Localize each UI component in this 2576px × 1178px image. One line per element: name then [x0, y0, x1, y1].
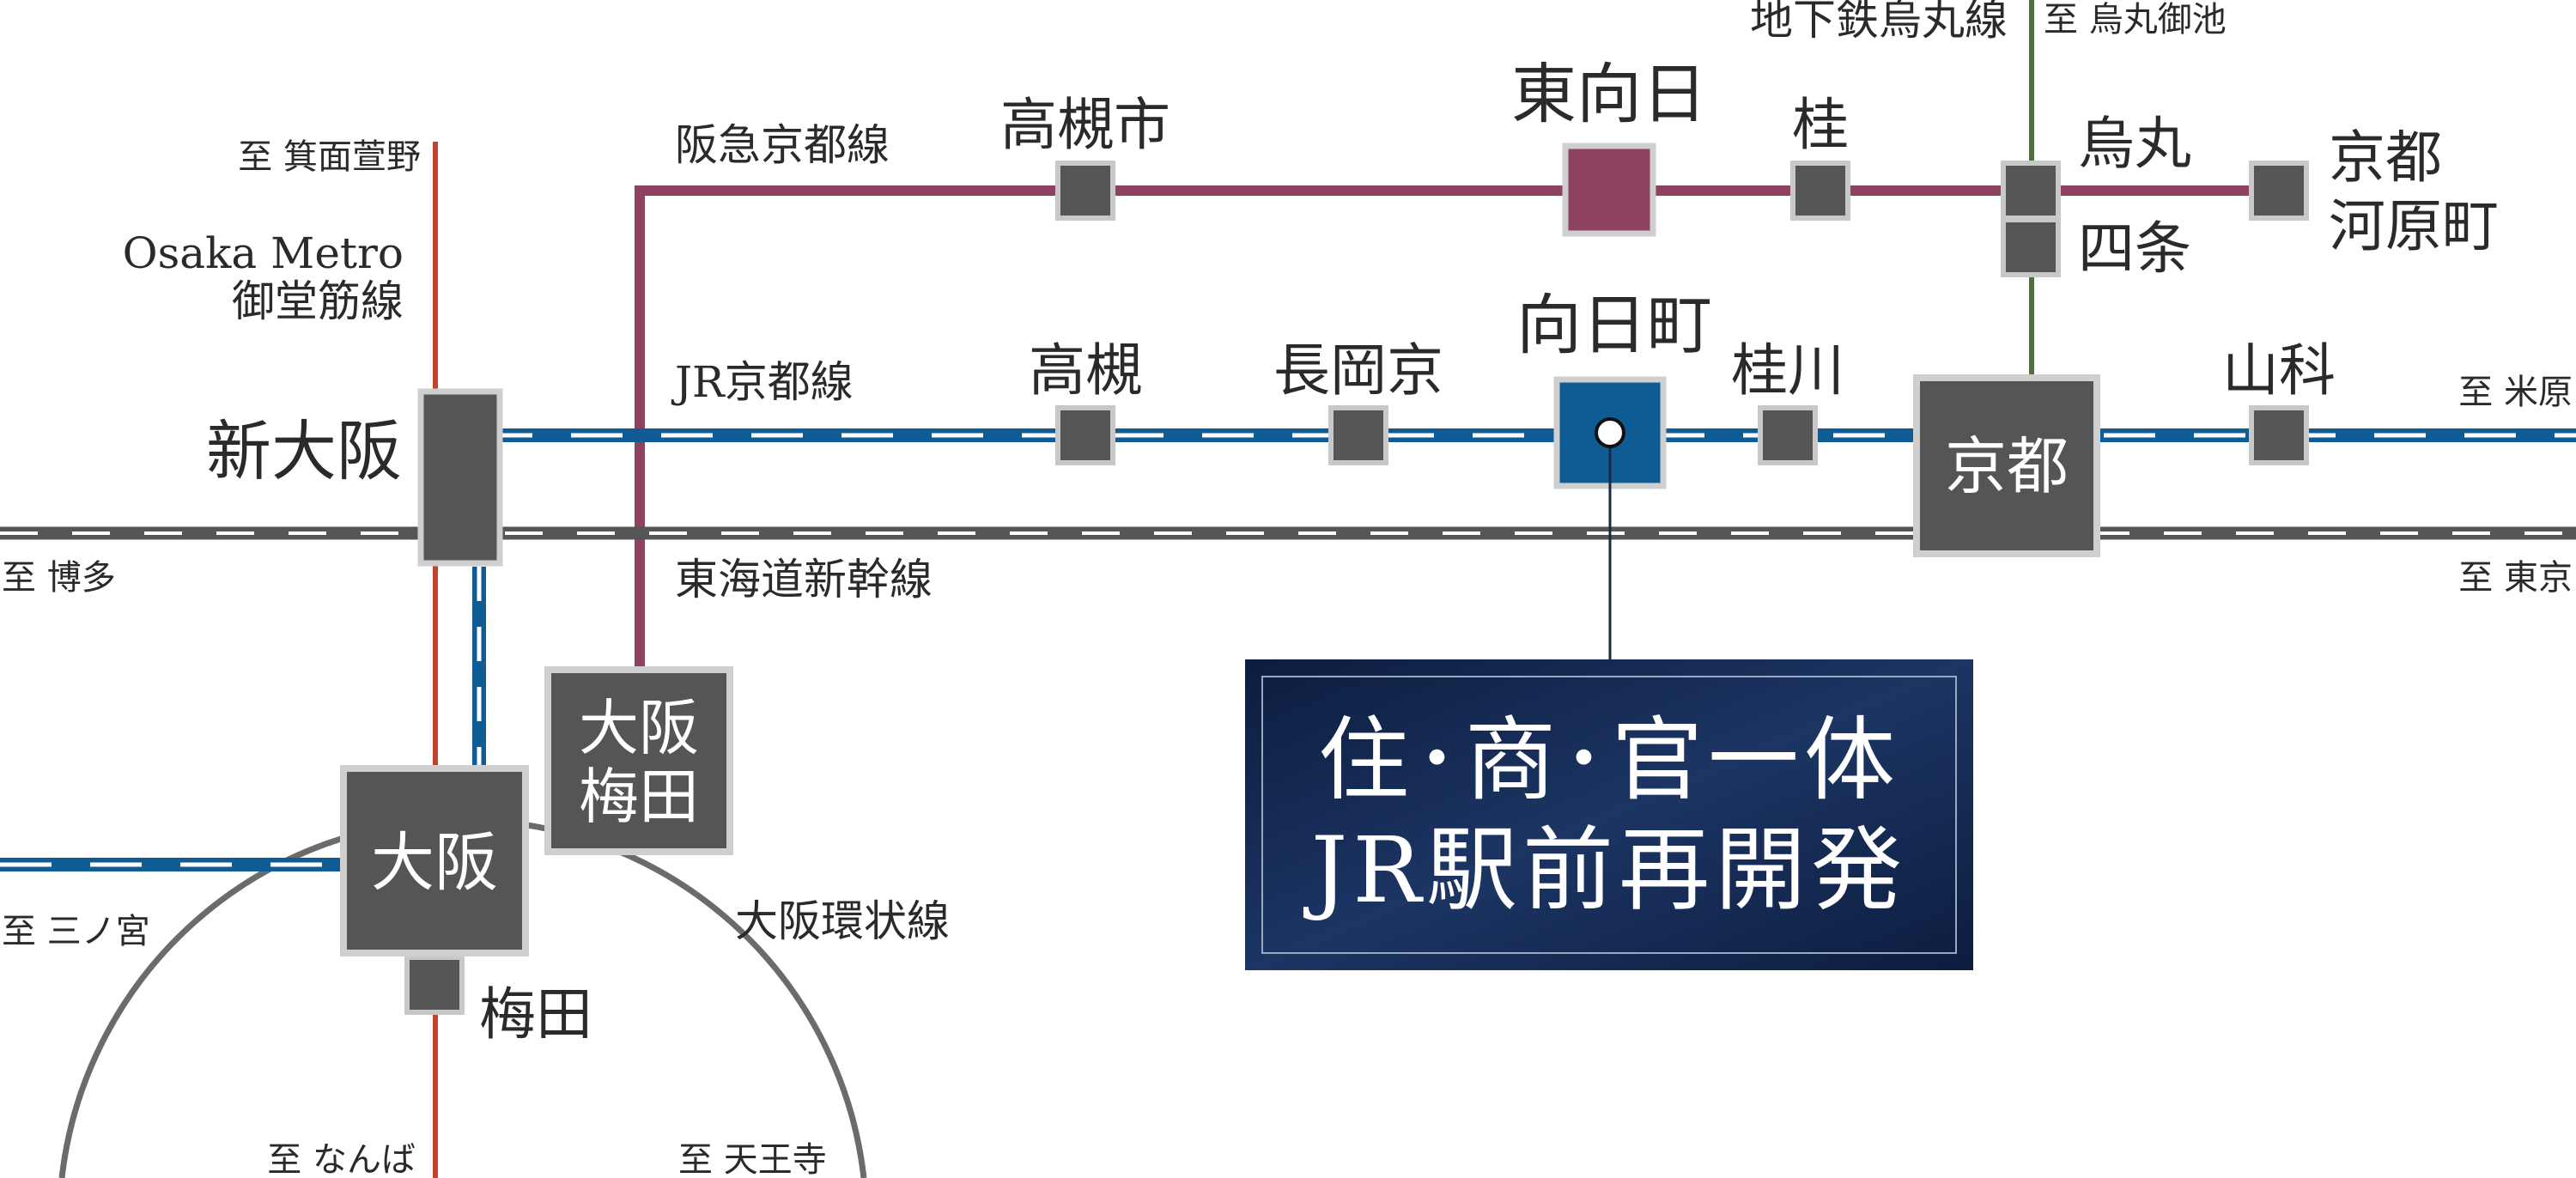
station-katsuragawa	[1758, 405, 1818, 465]
label-kawaramachi-2: 河原町	[2329, 193, 2499, 259]
station-shinosaka-box	[417, 388, 503, 567]
station-kawaramachi	[2249, 161, 2309, 221]
small-stations	[404, 161, 2309, 1015]
station-takatsuki	[1055, 405, 1115, 465]
station-yamashina	[2249, 405, 2309, 465]
label-mukomachi: 向日町	[1516, 287, 1712, 363]
label-shinosaka: 新大阪	[206, 413, 402, 489]
osaka-box-label: 大阪	[371, 826, 498, 900]
label-yamashina: 山科	[2222, 337, 2336, 404]
direction-tennoji: 至 天王寺	[678, 1140, 827, 1178]
label-karasuma: 烏丸	[2078, 111, 2191, 177]
highlight-panel-bg	[1245, 659, 1973, 970]
label-karasuma-line: 地下鉄烏丸線	[1750, 0, 2008, 45]
kyoto-box-label: 京都	[1945, 430, 2069, 502]
direction-hakata: 至 博多	[2, 558, 116, 598]
label-takatsukishi: 高槻市	[1000, 92, 1170, 158]
label-shinkansen-line: 東海道新幹線	[675, 555, 933, 604]
label-midosuji-line-2: 御堂筋線	[232, 276, 404, 326]
direction-tokyo: 至 東京	[2458, 558, 2573, 598]
direction-namba: 至 なんば	[267, 1140, 416, 1178]
station-higashimuko	[1562, 143, 1656, 237]
station-osaka-box	[340, 765, 529, 956]
station-shijo	[2001, 217, 2061, 277]
label-takatsuki: 高槻	[1029, 337, 1142, 404]
label-nagaokakyo: 長岡京	[1273, 337, 1443, 404]
highlight-panel: 住･商･官一体 JR駅前再開発	[1245, 659, 1973, 970]
station-osakaumeda-box	[544, 666, 733, 855]
label-higashimuko: 東向日	[1511, 56, 1707, 132]
station-umeda	[404, 955, 465, 1015]
osakaumeda-box-label-1: 大阪	[579, 693, 699, 763]
mukomachi-dot	[1595, 417, 1625, 448]
label-katsuragawa: 桂川	[1731, 337, 1844, 404]
direction-sannomiya: 至 三ノ宮	[2, 912, 150, 951]
station-katsura	[1790, 161, 1850, 221]
highlight-panel-border	[1261, 676, 1957, 954]
station-nagaokakyo	[1328, 405, 1388, 465]
label-midosuji-line-1: Osaka Metro	[123, 228, 404, 278]
label-shijo: 四条	[2078, 216, 2191, 282]
station-kyoto-box	[1913, 374, 2100, 557]
label-loop-line: 大阪環状線	[735, 896, 950, 946]
osakaumeda-box-label-2: 梅田	[579, 762, 699, 832]
highlight-line-2: JR駅前再開発	[1303, 817, 1907, 923]
label-kawaramachi-1: 京都	[2329, 124, 2442, 191]
direction-maibara: 至 米原	[2458, 373, 2573, 412]
label-jr-kyoto-line: JR京都線	[671, 357, 854, 407]
direction-karasuma-oike: 至 烏丸御池	[2044, 0, 2227, 39]
highlight-line-1: 住･商･官一体	[1318, 707, 1900, 813]
station-takatsukishi	[1055, 161, 1115, 221]
label-umeda: 梅田	[479, 981, 592, 1047]
hankyu-kyoto-line	[635, 185, 2280, 670]
direction-minoh: 至 箕面萱野	[238, 137, 421, 177]
label-hankyu-line: 阪急京都線	[675, 120, 890, 170]
station-karasuma	[2001, 161, 2061, 221]
label-katsura: 桂	[1792, 92, 1849, 158]
